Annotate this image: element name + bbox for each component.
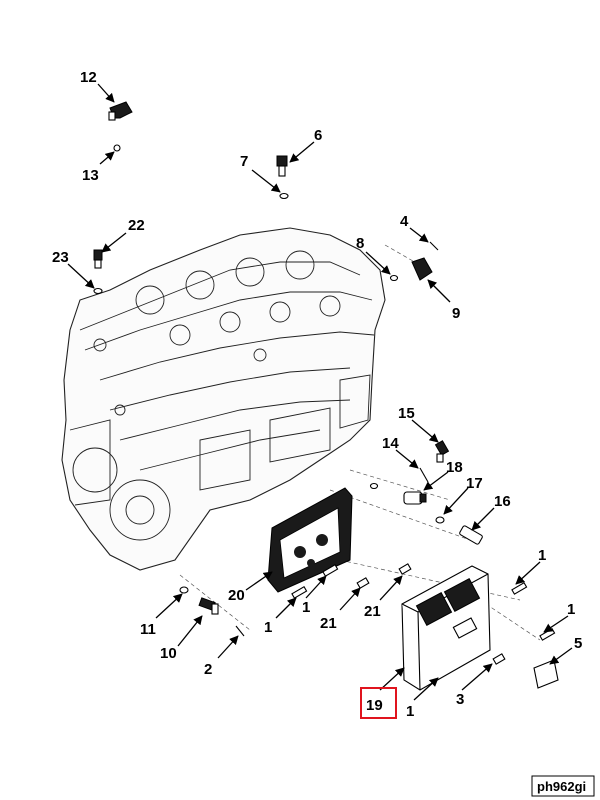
callout-4: 4 — [400, 213, 409, 230]
callout-20: 20 — [228, 587, 245, 604]
callout-9: 9 — [452, 305, 460, 322]
callout-1b: 1 — [302, 599, 310, 616]
callout-11: 11 — [140, 621, 156, 638]
callout-13: 13 — [82, 167, 99, 184]
callout-6: 6 — [314, 127, 322, 144]
callout-23: 23 — [52, 249, 69, 266]
part-4-screw — [429, 241, 439, 251]
callout-3: 3 — [456, 691, 464, 708]
highlight-box — [360, 687, 397, 719]
part-18-sensor — [403, 491, 427, 505]
callout-8: 8 — [356, 235, 364, 252]
callout-21a: 21 — [320, 615, 337, 632]
callout-1d: 1 — [567, 601, 575, 618]
image-id-label: ph962gi — [537, 779, 586, 794]
callout-14: 14 — [382, 435, 399, 452]
image-id-box: ph962gi — [531, 775, 595, 797]
engine-block — [61, 227, 386, 571]
callout-22: 22 — [128, 217, 145, 234]
part-20-mounting-plate — [267, 487, 353, 593]
part-7-oring — [279, 192, 289, 200]
part-22-sensor — [93, 249, 103, 269]
callout-7: 7 — [240, 153, 248, 170]
part-12-sensor — [108, 101, 133, 121]
part-14-screw — [419, 467, 429, 483]
part-19-ecm-module — [401, 565, 491, 691]
callout-18: 18 — [446, 459, 463, 476]
part-11-oring — [179, 586, 189, 594]
callout-1a: 1 — [264, 619, 272, 636]
part-6-sensor — [276, 155, 288, 177]
part-16-plug — [459, 525, 483, 545]
part-8-oring — [389, 274, 399, 282]
callout-5: 5 — [574, 635, 582, 652]
callout-19-highlight: 19 — [360, 687, 397, 719]
callout-1c: 1 — [538, 547, 546, 564]
part-9-sensor — [411, 257, 433, 281]
part-23-oring — [93, 287, 103, 295]
callout-21b: 21 — [364, 603, 381, 620]
callout-2: 2 — [204, 661, 212, 678]
part-13-oring — [113, 144, 121, 152]
callout-12: 12 — [80, 69, 97, 86]
part-15-sensor — [434, 440, 450, 463]
part-oring-small — [369, 482, 379, 490]
part-17-oring — [435, 516, 445, 524]
leader-arrows — [67, 83, 573, 701]
callout-19: 19 — [366, 697, 383, 714]
part-5-label — [533, 659, 559, 689]
part-10-sensor — [198, 597, 219, 615]
part-2-screw — [235, 625, 245, 637]
callout-15: 15 — [398, 405, 415, 422]
callout-10: 10 — [160, 645, 177, 662]
bolts — [291, 563, 556, 679]
callout-labels: 12 13 6 7 22 23 4 8 9 15 14 18 17 16 20 … — [52, 69, 582, 720]
callout-16: 16 — [494, 493, 511, 510]
callout-1e: 1 — [406, 703, 414, 720]
callout-17: 17 — [466, 475, 483, 492]
